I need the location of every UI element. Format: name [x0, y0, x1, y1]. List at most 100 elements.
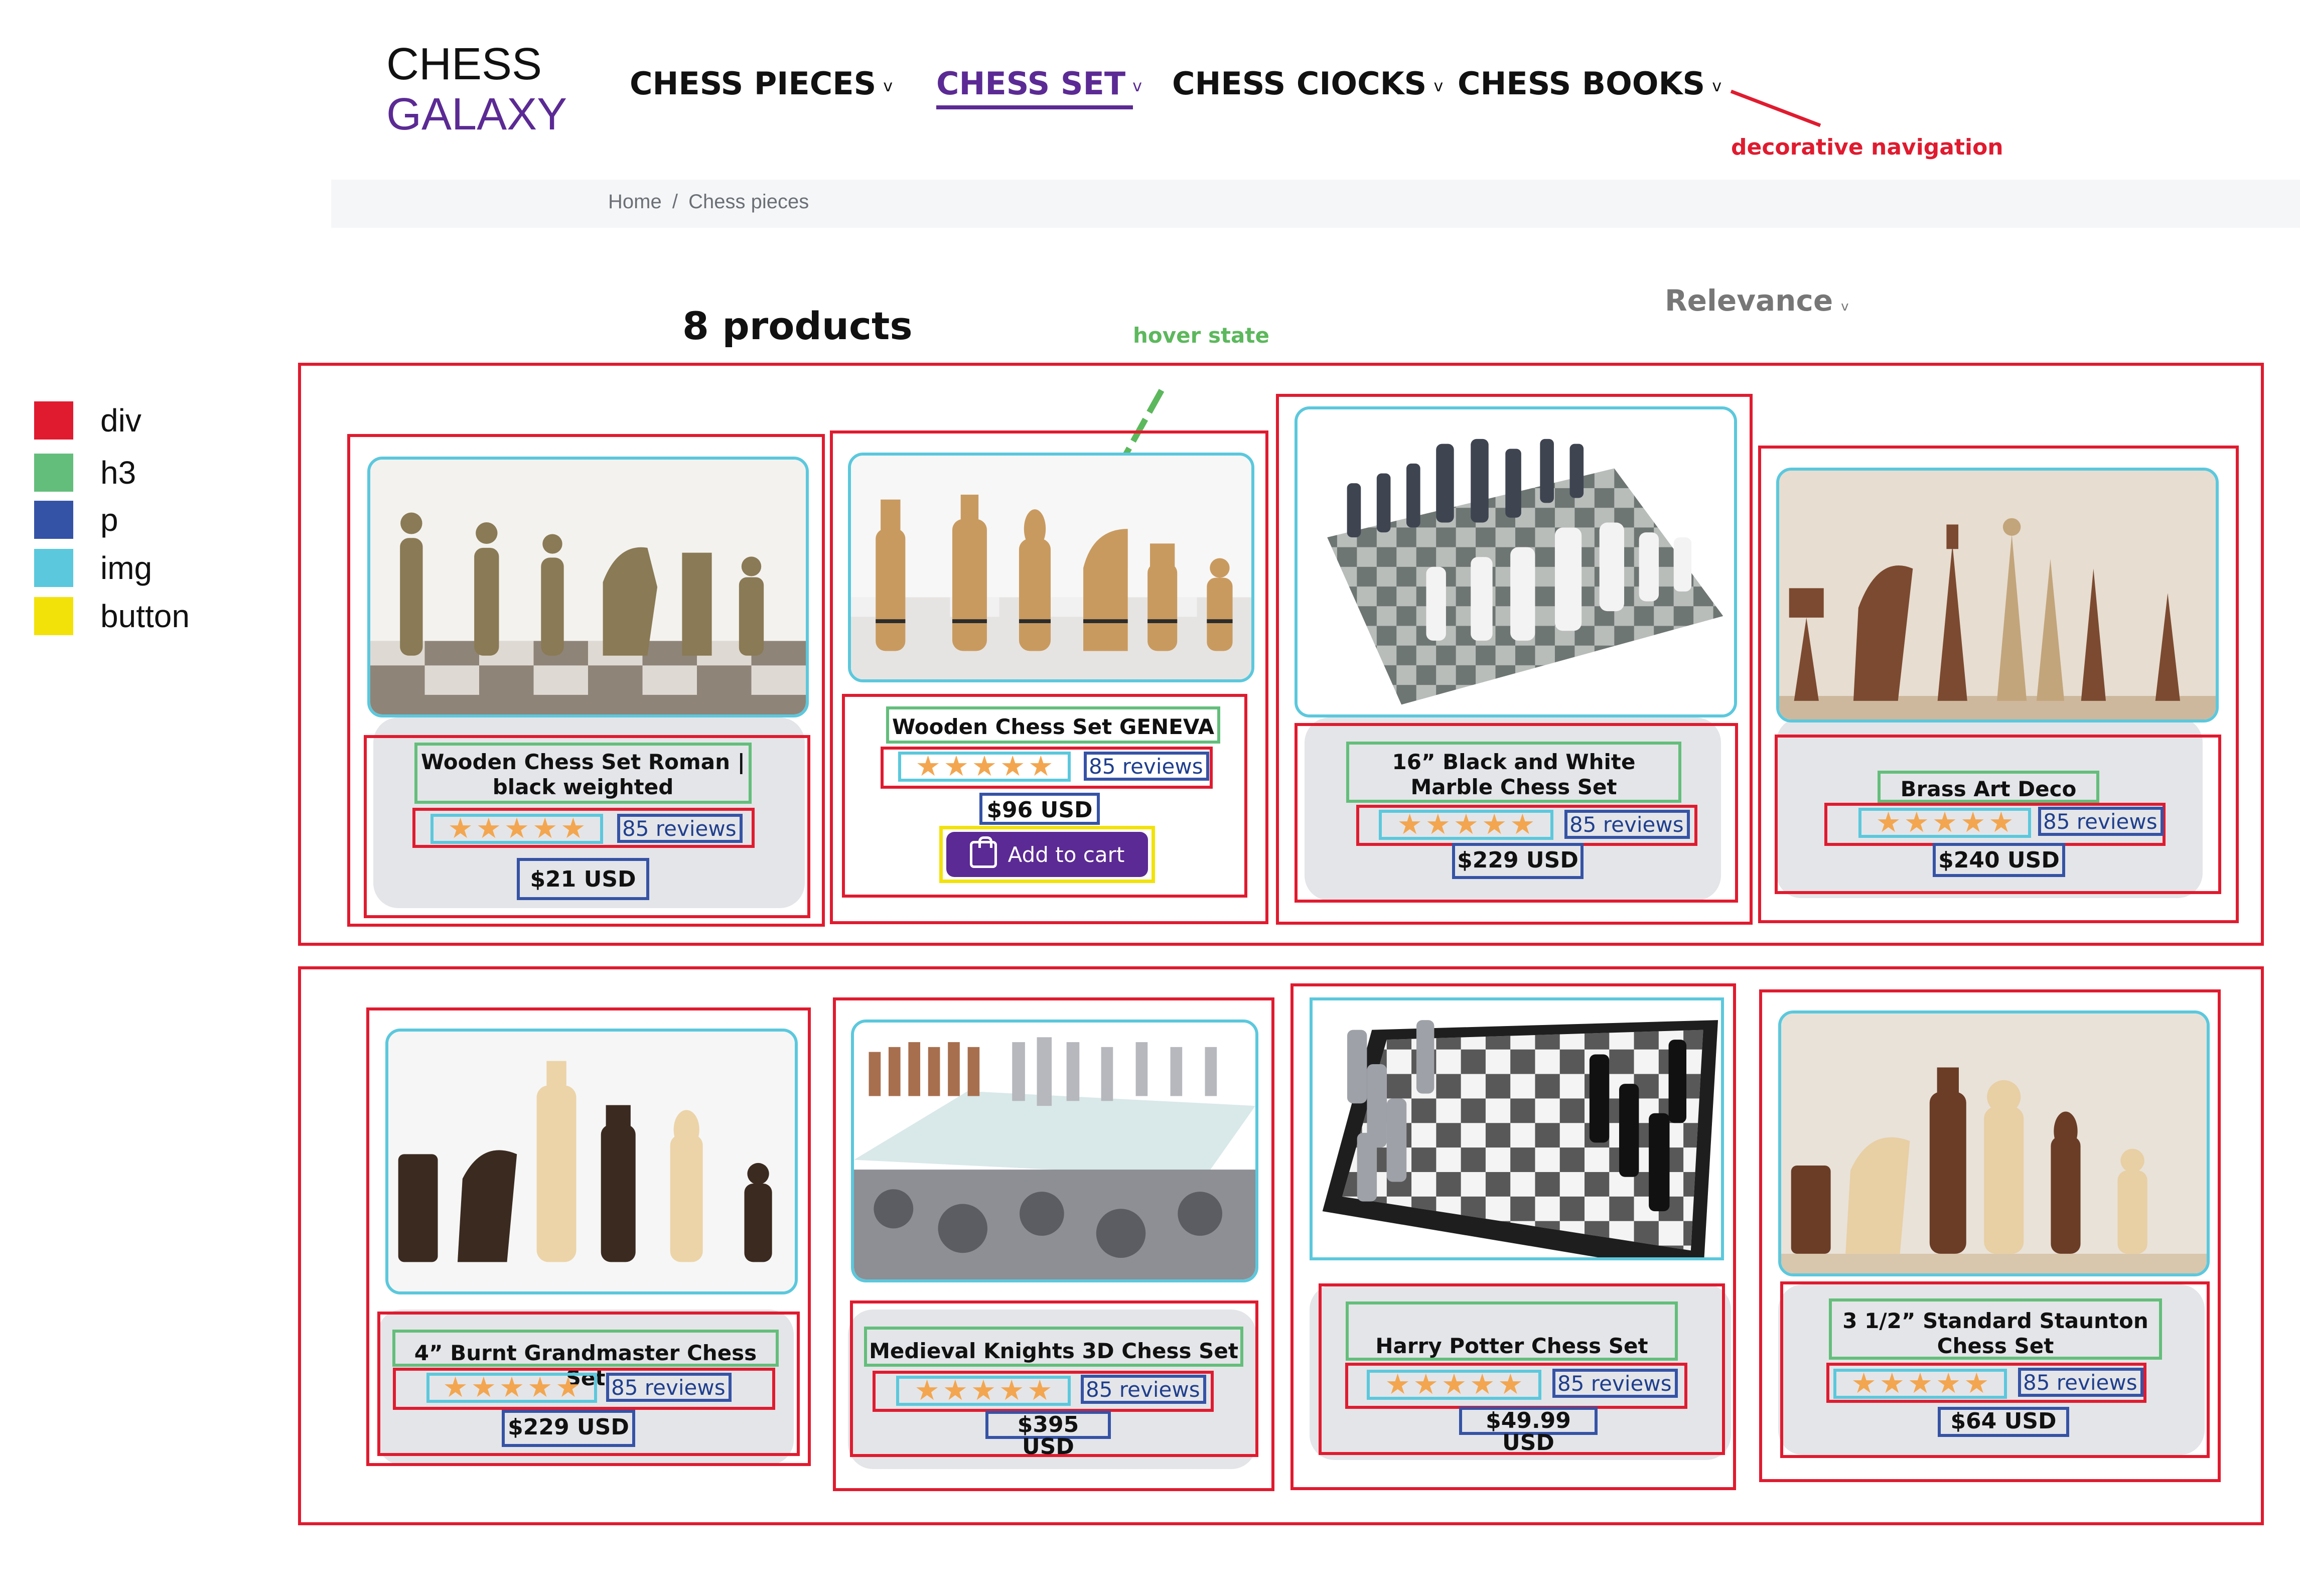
review-count[interactable]: 85 reviews [1552, 1369, 1678, 1398]
star-icon: ★ [1498, 1368, 1523, 1401]
product-info [1295, 723, 1738, 903]
product-image[interactable] [1776, 468, 2219, 722]
product-title[interactable]: Brass Art Deco [1878, 771, 2099, 803]
product-card[interactable] [347, 434, 825, 927]
chevron-down-icon: v [1433, 76, 1444, 95]
product-card[interactable] [1758, 446, 2239, 923]
nav-label: CHESS PIECES [630, 65, 877, 102]
product-card[interactable] [833, 997, 1274, 1491]
add-to-cart-button[interactable]: Add to cart [946, 832, 1148, 877]
product-price: $64 USD [1938, 1407, 2069, 1437]
annotation-decorative-navigation: decorative navigation [1731, 134, 2003, 160]
annotation-hover-state: hover state [1133, 323, 1269, 348]
review-count[interactable]: 85 reviews [1081, 1375, 1206, 1404]
star-icon: ★ [1425, 808, 1451, 841]
star-icon: ★ [1904, 806, 1929, 839]
product-title[interactable]: Harry Potter Chess Set [1346, 1301, 1678, 1361]
star-icon: ★ [1453, 808, 1479, 841]
star-icon: ★ [532, 812, 558, 845]
product-image[interactable] [385, 1029, 798, 1294]
breadcrumb-home[interactable]: Home [608, 191, 662, 213]
star-rating: ★★★★★ [896, 1376, 1071, 1406]
star-rating: ★★★★★ [1367, 1370, 1541, 1400]
active-nav-underline [936, 105, 1133, 109]
product-title[interactable]: 4” Burnt Grandmaster Chess Set [392, 1330, 779, 1390]
product-info [364, 735, 810, 918]
product-card[interactable] [1290, 983, 1736, 1490]
product-image[interactable] [1778, 1010, 2210, 1276]
sort-label: Relevance [1665, 283, 1833, 318]
star-icon: ★ [943, 750, 969, 783]
star-icon: ★ [1028, 750, 1054, 783]
star-icon: ★ [1932, 806, 1958, 839]
product-card[interactable] [1276, 394, 1753, 925]
review-count[interactable]: 85 reviews [606, 1373, 732, 1402]
star-icon: ★ [527, 1371, 553, 1404]
product-image[interactable] [1310, 997, 1724, 1260]
product-image[interactable] [851, 1020, 1258, 1282]
star-icon: ★ [1510, 808, 1535, 841]
card-background [1305, 717, 1721, 901]
rating-row [881, 747, 1213, 789]
breadcrumb-current: Chess pieces [688, 191, 809, 213]
product-row-2 [298, 966, 2264, 1525]
logo-line-2: GALAXY [386, 89, 567, 139]
star-icon: ★ [471, 1371, 496, 1404]
nav-label: CHESS BOOKS [1458, 65, 1705, 102]
review-count[interactable]: 85 reviews [2038, 807, 2164, 836]
product-price: $229 USD [1452, 843, 1584, 879]
add-to-cart-label: Add to cart [1008, 842, 1125, 867]
review-count[interactable]: 85 reviews [1084, 752, 1209, 781]
legend-swatch [34, 597, 73, 635]
star-icon: ★ [504, 812, 530, 845]
product-info [850, 1300, 1258, 1457]
product-card[interactable] [366, 1007, 811, 1466]
star-icon: ★ [971, 750, 997, 783]
staunton-chess-pieces-icon [1781, 1013, 2207, 1273]
star-icon: ★ [555, 1371, 581, 1404]
product-image[interactable] [1295, 406, 1737, 717]
star-icon: ★ [915, 750, 941, 783]
star-icon: ★ [1879, 1367, 1905, 1400]
legend-swatch [34, 549, 73, 587]
star-icon: ★ [1027, 1374, 1053, 1407]
star-icon: ★ [970, 1374, 996, 1407]
star-rating: ★★★★★ [1833, 1369, 2007, 1399]
product-price: $395 USD [985, 1411, 1111, 1458]
star-icon: ★ [1851, 1367, 1877, 1400]
product-image[interactable] [848, 453, 1254, 682]
review-count[interactable]: 85 reviews [2018, 1368, 2143, 1397]
rating-row [412, 808, 755, 848]
product-card[interactable] [1759, 989, 2221, 1482]
product-title[interactable]: Wooden Chess Set Roman | black weighted [414, 743, 752, 804]
product-price: $96 USD [979, 793, 1100, 825]
star-icon: ★ [942, 1374, 968, 1407]
breadcrumb: Home / Chess pieces [608, 191, 814, 213]
star-rating: ★★★★★ [430, 814, 603, 844]
product-title[interactable]: Medieval Knights 3D Chess Set [864, 1327, 1243, 1367]
chevron-down-icon: v [1132, 76, 1142, 95]
product-title[interactable]: Wooden Chess Set GENEVA [886, 706, 1220, 744]
legend-swatch [34, 454, 73, 492]
review-count[interactable]: 85 reviews [1564, 810, 1690, 839]
site-logo[interactable]: CHESS GALAXY [386, 39, 567, 139]
product-title[interactable]: 16” Black and White Marble Chess Set [1346, 742, 1681, 803]
card-background [373, 717, 805, 908]
product-card-hover[interactable] [830, 430, 1268, 924]
product-info [842, 694, 1247, 898]
review-count[interactable]: 85 reviews [617, 814, 743, 843]
product-image[interactable] [367, 457, 809, 717]
star-icon: ★ [1441, 1368, 1467, 1401]
card-background [377, 1310, 794, 1465]
legend-swatch [34, 401, 73, 440]
star-icon: ★ [1964, 1367, 1989, 1400]
product-title[interactable]: 3 1/2” Standard Staunton Chess Set [1829, 1298, 2162, 1360]
star-icon: ★ [1000, 750, 1026, 783]
legend-p: p [34, 501, 118, 539]
legend-img: img [34, 549, 152, 587]
